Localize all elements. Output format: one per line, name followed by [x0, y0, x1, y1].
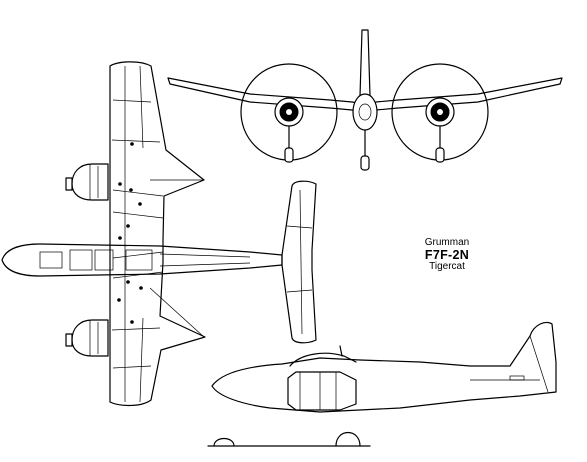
side-wheels	[207, 431, 371, 447]
side-fuselage	[211, 321, 557, 413]
plan-fuselage-panels	[39, 249, 251, 271]
plan-wing	[109, 61, 206, 407]
aircraft-caption: Grumman F7F-2N Tigercat	[412, 237, 482, 272]
plan-wing-panel-lines	[111, 65, 205, 403]
side-canopy	[289, 352, 357, 367]
plan-fuselage	[1, 243, 283, 277]
plan-nacelle-lower	[65, 319, 109, 357]
plan-rivet-dots	[117, 142, 143, 324]
front-fin	[359, 29, 371, 97]
model-label: F7F-2N	[424, 247, 470, 262]
manufacturer-label: Grumman	[424, 237, 470, 248]
aircraft-name-label: Tigercat	[429, 260, 465, 272]
plan-tailplane	[281, 180, 317, 344]
top-view	[1, 61, 317, 407]
side-tail-details	[470, 335, 549, 393]
front-fuselage	[352, 93, 378, 131]
front-wing	[167, 77, 563, 113]
side-nacelle	[287, 371, 357, 411]
plan-nacelle-upper	[65, 163, 109, 201]
front-landing-gear	[284, 125, 445, 171]
front-view	[167, 29, 563, 171]
plan-tailplane-lines	[286, 189, 313, 335]
side-view	[207, 321, 557, 447]
